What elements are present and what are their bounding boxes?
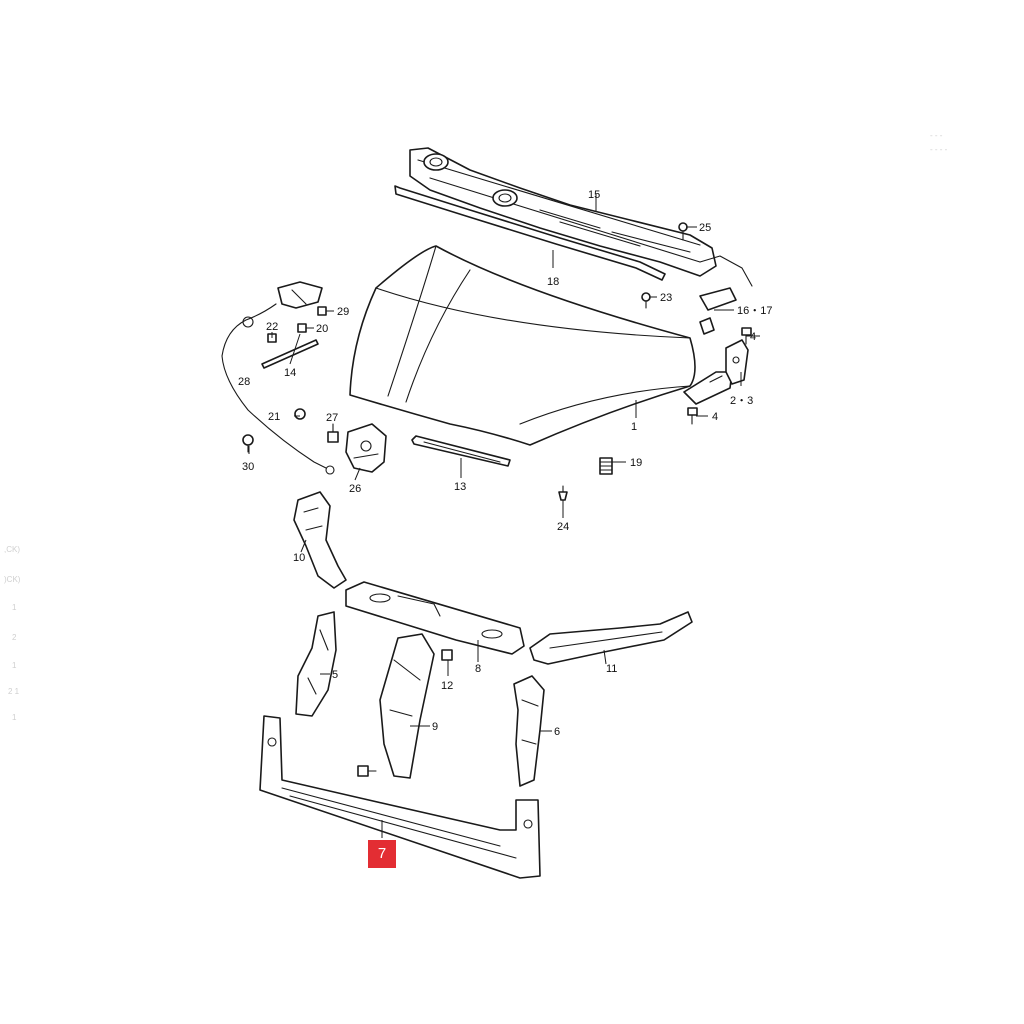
center-stay-9 [379,633,435,779]
callout-4b: 4 [712,411,718,423]
upper-member-10 [293,491,347,589]
lower-support-7 [259,715,541,879]
callout-8: 8 [475,663,481,675]
svg-text:,CK): ,CK) [4,545,20,554]
leader-lines [248,194,760,838]
svg-text:- - - -: - - - - [930,145,948,154]
side-member-11 [529,611,693,665]
callout-10: 10 [293,552,305,564]
highlighted-part-badge[interactable] [368,840,396,868]
callout-16-17: 16・17 [737,305,772,317]
callout-29: 29 [337,306,349,318]
bracket-5 [295,611,337,717]
callout-15: 15 [588,189,600,201]
release-cable-28 [221,303,335,475]
callout-13: 13 [454,481,466,493]
release-lever [277,281,323,309]
callout-18: 18 [547,276,559,288]
bolt-12 [441,649,453,661]
svg-text:1: 1 [12,661,17,670]
callout-25: 25 [699,222,711,234]
clip-30 [242,434,254,453]
hinge-bracket-16-17 [699,287,737,335]
svg-text:- - -: - - - [930,131,943,140]
callout-24: 24 [557,521,569,533]
callout-11: 11 [606,663,617,675]
callout-12: 12 [441,680,453,692]
callout-22: 22 [266,321,278,333]
hood-hinge [683,339,749,405]
callout-6: 6 [554,726,560,738]
svg-text:2 1: 2 1 [8,687,20,696]
hinge-bolt-lower [687,407,698,425]
callout-23: 23 [660,292,672,304]
callout-14: 14 [284,367,296,379]
clip-24 [558,485,568,501]
clip-20 [297,323,307,333]
svg-text:1: 1 [12,603,17,612]
grommet-21 [294,408,306,420]
cowl-top-panel [409,147,753,287]
bracket-6 [513,675,545,787]
bumper-stop-19 [599,457,613,475]
callout-21: 21 [268,411,280,423]
bolt-lower [357,765,377,777]
clip-23 [641,292,651,309]
callout-19: 19 [630,457,642,469]
callout-28: 28 [238,376,250,388]
callout-labels: 15 18 25 23 16・17 4 2・3 4 1 19 24 13 26 … [238,189,772,738]
hood-panel [349,245,696,446]
callout-30: 30 [242,461,254,473]
callout-1: 1 [631,421,637,433]
callout-4a: 4 [750,331,756,343]
callout-5: 5 [332,669,338,681]
clip-29 [317,306,327,316]
hood-weatherstrip [394,185,666,281]
callout-2-3: 2・3 [730,395,753,407]
upper-support-8 [345,581,525,655]
callout-27: 27 [326,412,338,424]
faint-marks: ,CK) )CK) 1 2 1 2 1 1 - - - - - - - [4,131,948,722]
hood-lock-26 [345,423,387,473]
svg-text:1: 1 [12,713,17,722]
callout-26: 26 [349,483,361,495]
highlighted-part-number: 7 [377,845,387,862]
rod-14 [261,339,319,369]
callout-9: 9 [432,721,438,733]
svg-text:2: 2 [12,633,17,642]
callout-20: 20 [316,323,328,335]
lock-brace-13 [411,435,511,467]
svg-text:)CK): )CK) [4,575,21,584]
